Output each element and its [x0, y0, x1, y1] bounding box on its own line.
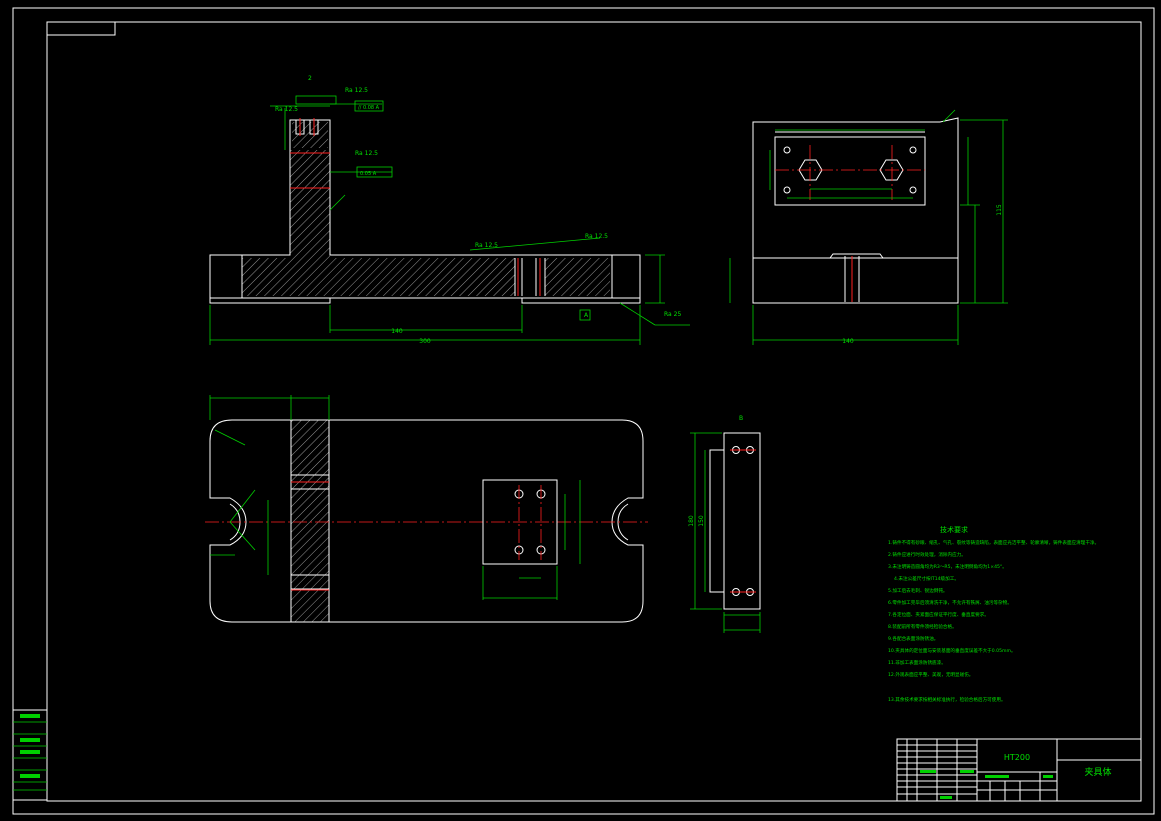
side-width: 140 [842, 338, 854, 345]
side-height: 115 [996, 204, 1003, 216]
note-line: 5.加工后去毛刺、锐边倒钝。 [888, 587, 948, 594]
block-view-b: B 180 150 [688, 415, 761, 633]
roughness-4: Ra 25 [664, 311, 681, 318]
note-line: 3.未注明铸造圆角均为R3～R5，未注明倒角均为1×45°。 [888, 563, 1007, 570]
drawing-frame [12, 7, 1155, 815]
note-line: 4.未注公差尺寸按IT14级加工。 [894, 575, 959, 582]
block-inner: 150 [698, 515, 705, 527]
roughness-2: Ra 12.5 [275, 106, 298, 113]
section-label: 2 [308, 75, 312, 82]
note-line: 10.夹具体的定位面与安装基面的垂直度误差不大于0.05mm。 [888, 647, 1016, 654]
tolerance-1: // 0.08 A [358, 105, 380, 111]
top-view [205, 395, 648, 623]
block-height: 180 [688, 515, 695, 527]
part-name: 夹具体 [1084, 766, 1111, 778]
title-block: HT200 夹具体 [896, 738, 1142, 802]
svg-text:140: 140 [391, 328, 403, 335]
roughness-5: Ra 12.5 [475, 242, 498, 249]
note-line: 12.外观表面应平整、美观，无明显碰伤。 [888, 671, 973, 678]
roughness-6: Ra 12.5 [585, 233, 608, 240]
technical-notes: 技术要求 1.铸件不得有砂眼、缩孔、气孔、裂纹等铸造缺陷，表面应光洁平整、轮廓清… [888, 525, 1099, 703]
note-line: 8.装配前所有零件须经检验合格。 [888, 623, 957, 630]
material-label: HT200 [1004, 753, 1030, 762]
view-b-label: B [739, 415, 743, 422]
front-section-view: 140 300 A 2 Ra 12.5 Ra 12.5 Ra 12.5 Ra 2… [209, 75, 690, 345]
note-line: 13.其余技术要求按相关标准执行，检验合格后方可使用。 [888, 696, 1006, 703]
note-line: 6.零件加工完毕后须清洗干净，不允许有铁屑、油污等杂物。 [888, 599, 1012, 606]
note-line: 11.非加工表面涂防锈底漆。 [888, 659, 946, 666]
roughness-1: Ra 12.5 [345, 87, 368, 94]
tolerance-2: 0.05 A [360, 171, 377, 177]
note-line: 2.铸件应进行时效处理，消除内应力。 [888, 551, 966, 558]
note-line: 1.铸件不得有砂眼、缩孔、气孔、裂纹等铸造缺陷，表面应光洁平整、轮廓清晰，铸件表… [888, 539, 1099, 546]
side-view: 140 115 [729, 109, 1008, 345]
roughness-3: Ra 12.5 [355, 150, 378, 157]
note-line: 7.各定位面、夹紧面应保证平行度、垂直度要求。 [888, 611, 989, 618]
svg-text:300: 300 [419, 338, 431, 345]
note-line: 9.各配合表面涂防锈油。 [888, 635, 938, 642]
datum-a-label: A [584, 312, 589, 319]
notes-title: 技术要求 [940, 525, 968, 534]
